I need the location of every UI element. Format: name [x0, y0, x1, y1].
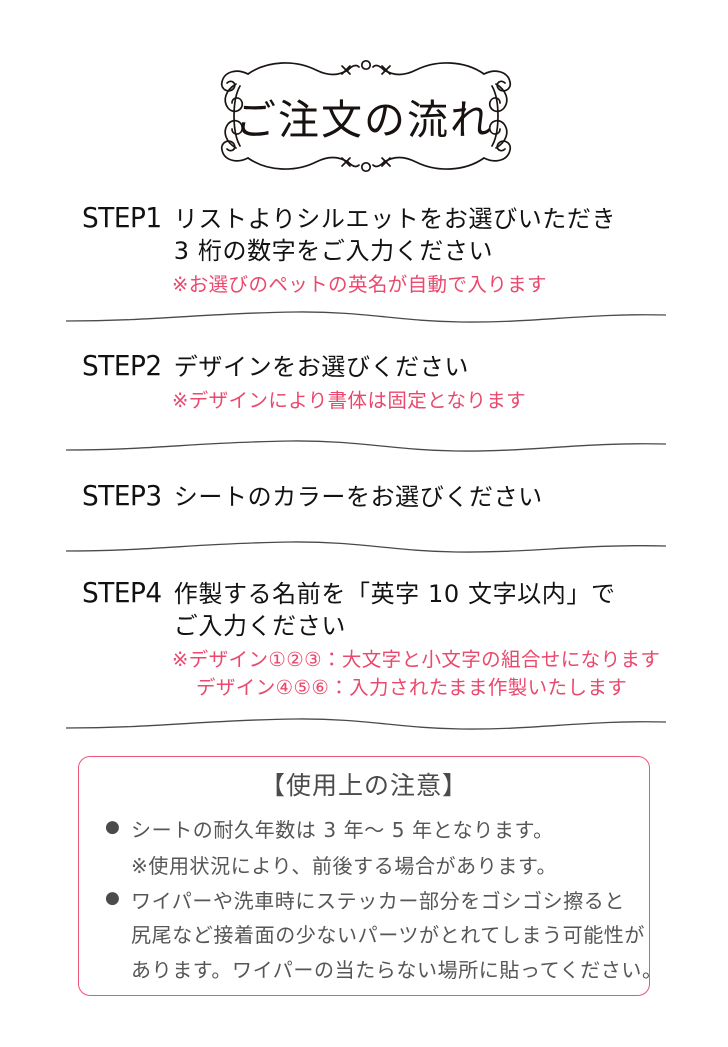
step-1-notes: ※お選びのペットの英名が自動で入ります	[0, 271, 728, 299]
step-2-note-1: ※デザインにより書体は固定となります	[172, 388, 527, 412]
notice-item: ● シートの耐久年数は 3 年〜 5 年となります。	[105, 813, 631, 847]
step-block-4: STEP4 作製する名前を「英字 10 文字以内」で ご入力ください ※デザイン…	[0, 578, 728, 701]
divider-3	[66, 539, 666, 561]
divider-2	[66, 436, 666, 458]
step-3-head: STEP3 シートのカラーをお選びください	[0, 481, 728, 514]
step-2-notes: ※デザインにより書体は固定となります	[0, 387, 728, 415]
step-4-lines: 作製する名前を「英字 10 文字以内」で ご入力ください	[174, 579, 728, 643]
step-4-notes: ※デザイン①②③：大文字と小文字の組合せになります デザイン④⑤⑥：入力されたま…	[0, 646, 728, 701]
notice-line: 尻尾など接着面の少ないパーツがとれてしまう可能性が	[131, 923, 645, 948]
step-1-lines: リストよりシルエットをお選びいただき 3 桁の数字をご入力ください	[174, 204, 728, 268]
step-2-head: STEP2 デザインをお選びください	[0, 351, 728, 384]
notice-item-body: ワイパーや洗車時にステッカー部分をゴシゴシ擦ると 尻尾など接着面の少ないパーツが…	[131, 884, 663, 987]
step-2-lines: デザインをお選びください	[174, 352, 728, 384]
step-block-1: STEP1 リストよりシルエットをお選びいただき 3 桁の数字をご入力ください …	[0, 203, 728, 299]
step-block-2: STEP2 デザインをお選びください ※デザインにより書体は固定となります	[0, 351, 728, 415]
step-4-note-2: デザイン④⑤⑥：入力されたまま作製いたします	[196, 675, 628, 699]
step-block-3: STEP3 シートのカラーをお選びください	[0, 481, 728, 514]
step-1-note-1: ※お選びのペットの英名が自動で入ります	[172, 272, 547, 296]
step-1-line-1: リストよりシルエットをお選びいただき	[173, 205, 617, 233]
page-title-block: ご注文の流れ	[0, 52, 728, 180]
step-3-lines: シートのカラーをお選びください	[174, 482, 728, 514]
bullet-icon: ●	[105, 887, 120, 908]
notice-item-body: シートの耐久年数は 3 年〜 5 年となります。	[131, 813, 631, 847]
bullet-icon: ●	[105, 817, 120, 837]
step-4-label: STEP4	[82, 576, 162, 609]
step-4-head: STEP4 作製する名前を「英字 10 文字以内」で ご入力ください	[0, 578, 728, 643]
step-4-line-2: ご入力ください	[173, 611, 346, 640]
notice-list: ● シートの耐久年数は 3 年〜 5 年となります。 ※使用状況により、前後する…	[79, 813, 662, 987]
divider-1	[66, 308, 666, 330]
notice-title: 【使用上の注意】	[259, 771, 468, 800]
step-1-head: STEP1 リストよりシルエットをお選びいただき 3 桁の数字をご入力ください	[0, 203, 728, 268]
notice-line: シートの耐久年数は 3 年〜 5 年となります。	[131, 818, 554, 842]
usage-notice-box: 【使用上の注意】 ● シートの耐久年数は 3 年〜 5 年となります。 ※使用状…	[78, 756, 662, 996]
notice-line: あります。ワイパーの当たらない場所に貼ってください。	[131, 957, 663, 982]
notice-item: ● ワイパーや洗車時にステッカー部分をゴシゴシ擦ると 尻尾など接着面の少ないパー…	[105, 884, 662, 987]
page-title: ご注文の流れ	[235, 96, 493, 144]
divider-4	[66, 714, 666, 736]
ornamental-frame-icon	[220, 59, 512, 173]
step-4-line-1: 作製する名前を「英字 10 文字以内」で	[173, 580, 616, 608]
step-3-label: STEP3	[82, 479, 162, 512]
notice-sub-line: ※使用状況により、前後する場合があります。	[131, 854, 558, 879]
step-4-note-1: ※デザイン①②③：大文字と小文字の組合せになります	[172, 647, 661, 671]
step-1-label: STEP1	[82, 201, 162, 234]
step-2-line-1: デザインをお選びください	[173, 353, 469, 381]
notice-line: ワイパーや洗車時にステッカー部分をゴシゴシ擦ると	[131, 888, 625, 913]
step-3-line-1: シートのカラーをお選びください	[173, 483, 543, 511]
step-1-line-2: 3 桁の数字をご入力ください	[173, 236, 494, 265]
step-2-label: STEP2	[82, 349, 162, 382]
